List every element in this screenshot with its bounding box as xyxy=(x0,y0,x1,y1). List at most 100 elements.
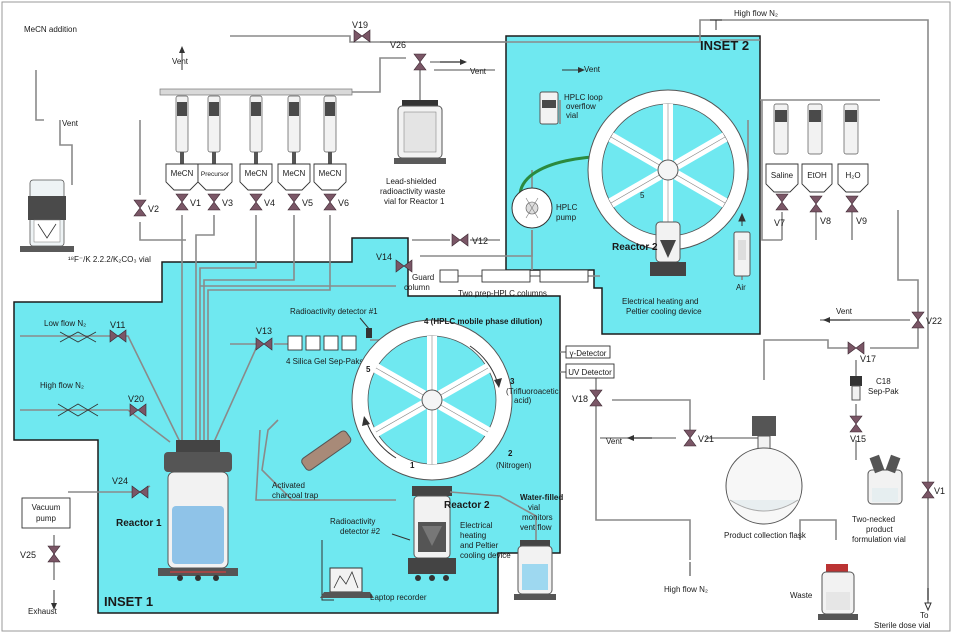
hplc-pump-label-1: HPLC xyxy=(556,203,578,212)
silica-label: 4 Silica Gel Sep-Paks xyxy=(286,357,363,366)
waste-label: Waste xyxy=(790,591,813,600)
waste-container xyxy=(818,564,858,620)
rad-detector-2-label-1: Radioactivity xyxy=(330,517,375,526)
heating-main-label-4: cooling device xyxy=(460,551,511,560)
guard-column xyxy=(440,270,458,282)
c18-label-1: C18 xyxy=(876,377,891,386)
f18-vial-label: ¹⁸F⁻/K 2.2.2/K₂CO₃ vial xyxy=(68,255,151,264)
reagent-vial-5: MeCN xyxy=(314,164,346,190)
heating-main-label-1: Electrical xyxy=(460,521,493,530)
etoh-vial: EtOH xyxy=(802,164,832,192)
c18-sep-pak xyxy=(850,376,862,386)
water-vial-label-4: vent flow xyxy=(520,523,552,532)
reagent-vial-label: MeCN xyxy=(319,169,342,178)
high-flow-n2-bottom-label: High flow N₂ xyxy=(664,585,708,594)
pos-3-label: 3 xyxy=(510,377,515,386)
valve-label: V11 xyxy=(110,320,125,330)
hplc-loop-label-1: HPLC loop xyxy=(564,93,603,102)
valve-label: V5 xyxy=(302,198,313,208)
rad-detector-2-label-2: detector #2 xyxy=(340,527,381,536)
reactor-2-inset-label: Reactor 2 xyxy=(612,242,658,253)
inset-1-label: INSET 1 xyxy=(104,594,153,609)
sterile-label-2: Sterile dose vial xyxy=(874,621,931,630)
valve-label: V12 xyxy=(472,236,488,246)
prep-column-1 xyxy=(482,270,530,282)
vacuum-label-2: pump xyxy=(36,514,57,523)
reactor-1-vessel xyxy=(158,440,238,581)
vent-label-e: Vent xyxy=(606,437,623,446)
exhaust-label: Exhaust xyxy=(28,607,58,616)
charcoal-label-2: charcoal trap xyxy=(272,491,319,500)
heating-main-label-3: and Peltier xyxy=(460,541,499,550)
formulation-vial-label: EtOH xyxy=(807,171,827,180)
valve-label: V8 xyxy=(820,216,831,226)
rad-detector-1-label: Radioactivity detector #1 xyxy=(290,307,378,316)
valve-label: V25 xyxy=(20,550,36,560)
prep-column-2 xyxy=(540,270,588,282)
formulation-syringes xyxy=(774,104,858,154)
reactor-2-carousel-main xyxy=(352,320,512,480)
vent-label-f: Vent xyxy=(836,307,853,316)
valve-label: V19 xyxy=(352,20,368,30)
high-flow-n2-left-label: High flow N₂ xyxy=(40,381,84,390)
reagent-vial-label: MeCN xyxy=(245,169,268,178)
valve-label: V22 xyxy=(926,316,942,326)
guard-column-label-2: column xyxy=(404,283,430,292)
guard-column-label-1: Guard xyxy=(412,273,434,282)
reagent-vial-2: Precursor xyxy=(198,164,232,190)
vent-label-c: Vent xyxy=(470,67,487,76)
pos-3-desc-2: acid) xyxy=(514,396,532,405)
valve-label: V14 xyxy=(376,252,392,262)
waste-vial-label-2: radioactivity waste xyxy=(380,187,446,196)
saline-vial: Saline xyxy=(766,164,798,192)
waste-vial-label-1: Lead-shielded xyxy=(386,177,436,186)
reagent-vial-1: MeCN xyxy=(166,164,198,190)
low-flow-n2-label: Low flow N₂ xyxy=(44,319,86,328)
vent-label-d: Vent xyxy=(584,65,601,74)
water-vial-label-1: Water-filled xyxy=(520,493,563,502)
heating-main-label-2: heating xyxy=(460,531,486,540)
valve-label: V3 xyxy=(222,198,233,208)
vent-label-b: Vent xyxy=(172,57,189,66)
rad-detector-1 xyxy=(366,328,372,338)
hplc-pump-label-2: pump xyxy=(556,213,577,222)
water-vial: H₂O xyxy=(838,164,868,192)
lead-shielded-waste-vial xyxy=(394,100,446,164)
reactor-2-main-label: Reactor 2 xyxy=(444,500,490,511)
heating-inset2-label-2: Peltier cooling device xyxy=(626,307,702,316)
product-flask-label: Product collection flask xyxy=(724,531,807,540)
formulation-label-1: Two-necked xyxy=(852,515,895,524)
valve-label: V24 xyxy=(112,476,128,486)
hplc-loop-label-2: overflow xyxy=(566,102,596,111)
vent-label-a: Vent xyxy=(62,119,79,128)
valve-label: V6 xyxy=(338,198,349,208)
pos-1-label: 1 xyxy=(410,461,415,470)
prep-hplc-label: Two prep-HPLC columns xyxy=(458,289,547,298)
reagent-vial-label: Precursor xyxy=(201,171,230,178)
c18-label-2: Sep-Pak xyxy=(868,387,900,396)
formulation-vial-label: H₂O xyxy=(845,171,860,180)
air-label: Air xyxy=(736,283,746,292)
waste-vial-label-3: vial for Reactor 1 xyxy=(384,197,445,206)
inset2-pos-5: 5 xyxy=(640,191,645,200)
pos-2-desc: (Nitrogen) xyxy=(496,461,532,470)
pos-2-label: 2 xyxy=(508,449,513,458)
hplc-loop-label-3: vial xyxy=(566,111,578,120)
water-vial-label-3: monitors xyxy=(522,513,553,522)
valve-label: V18 xyxy=(572,394,588,404)
formulation-label-3: formulation vial xyxy=(852,535,906,544)
valve-label: V2 xyxy=(148,204,159,214)
hplc-loop-overflow-vial xyxy=(540,92,558,124)
high-flow-n2-top-label: High flow N₂ xyxy=(734,9,778,18)
formulation-label-2: product xyxy=(866,525,893,534)
reagent-vial-label: MeCN xyxy=(171,169,194,178)
water-vial-label-2: vial xyxy=(528,503,540,512)
valve-label: V9 xyxy=(856,216,867,226)
water-filled-vial xyxy=(514,540,556,600)
vacuum-label-1: Vacuum xyxy=(32,503,61,512)
formulation-vial-label: Saline xyxy=(771,171,794,180)
reagent-vial-label: MeCN xyxy=(283,169,306,178)
sterile-label-1: To xyxy=(920,611,929,620)
